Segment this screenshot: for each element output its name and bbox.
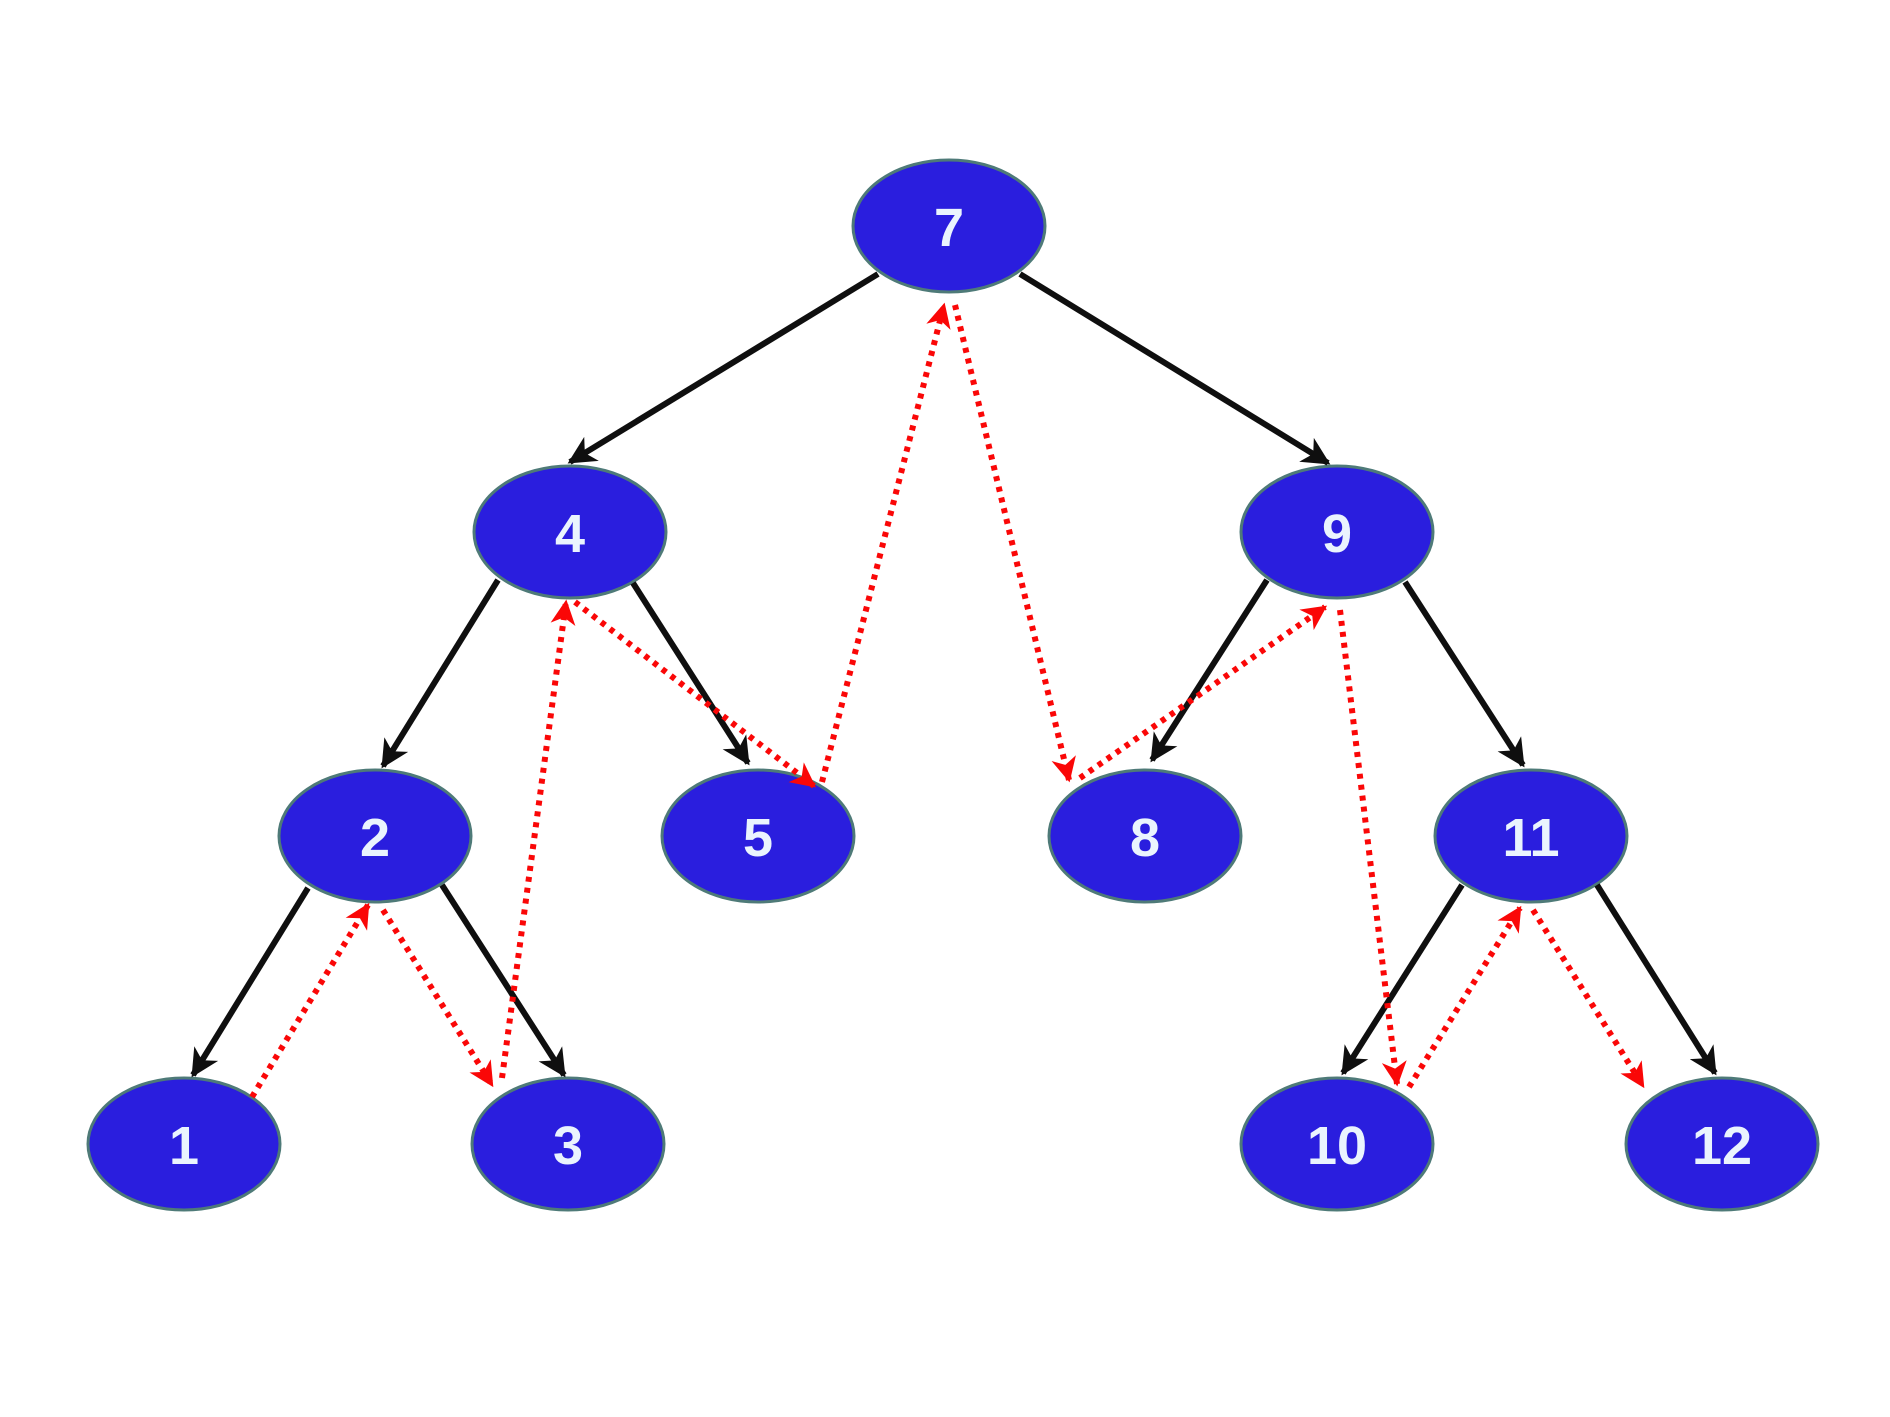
traversal-edge-7-8 bbox=[952, 304, 1076, 783]
tree-edge-2-1 bbox=[190, 886, 311, 1078]
tree-node-8: 8 bbox=[1047, 768, 1243, 904]
tree-node-ellipse-5 bbox=[660, 768, 856, 904]
traversal-edge-2-3 bbox=[380, 908, 495, 1088]
tree-node-ellipse-4 bbox=[472, 464, 668, 600]
tree-node-ellipse-3 bbox=[470, 1076, 666, 1212]
traversal-edges bbox=[249, 302, 1646, 1099]
traversal-edge-8-9 bbox=[1078, 604, 1328, 781]
tree-node-ellipse-10 bbox=[1239, 1076, 1435, 1212]
tree-edge-11-12 bbox=[1594, 883, 1718, 1076]
traversal-edge-9-10 bbox=[1337, 609, 1407, 1087]
traversal-edge-5-7 bbox=[819, 302, 951, 783]
tree-node-9: 9 bbox=[1239, 464, 1435, 600]
tree-node-12: 12 bbox=[1624, 1076, 1820, 1212]
tree-node-ellipse-12 bbox=[1624, 1076, 1820, 1212]
tree-edges bbox=[190, 271, 1718, 1078]
tree-edge-7-4 bbox=[567, 271, 880, 465]
tree-node-3: 3 bbox=[470, 1076, 666, 1212]
traversal-edge-11-12 bbox=[1530, 908, 1646, 1089]
tree-node-1: 1 bbox=[86, 1076, 282, 1212]
tree-node-4: 4 bbox=[472, 464, 668, 600]
traversal-edge-3-4 bbox=[499, 599, 576, 1079]
traversal-edge-10-11 bbox=[1406, 905, 1523, 1089]
tree-node-ellipse-7 bbox=[851, 158, 1047, 294]
tree-node-ellipse-8 bbox=[1047, 768, 1243, 904]
tree-node-2: 2 bbox=[277, 768, 473, 904]
tree-edge-9-8 bbox=[1149, 578, 1270, 763]
tree-edge-4-5 bbox=[630, 581, 751, 766]
tree-node-11: 11 bbox=[1433, 768, 1629, 904]
tree-edge-4-2 bbox=[380, 578, 501, 769]
tree-node-7: 7 bbox=[851, 158, 1047, 294]
traversal-edge-4-5 bbox=[573, 599, 816, 789]
tree-edge-11-10 bbox=[1340, 883, 1465, 1076]
tree-node-10: 10 bbox=[1239, 1076, 1435, 1212]
tree-node-5: 5 bbox=[660, 768, 856, 904]
tree-node-ellipse-2 bbox=[277, 768, 473, 904]
tree-edge-2-3 bbox=[439, 883, 567, 1078]
tree-edge-9-11 bbox=[1402, 580, 1526, 768]
tree-node-ellipse-11 bbox=[1433, 768, 1629, 904]
traversal-edge-1-2 bbox=[249, 902, 371, 1099]
tree-edge-7-9 bbox=[1018, 271, 1331, 466]
tree-node-ellipse-9 bbox=[1239, 464, 1435, 600]
tree-node-ellipse-1 bbox=[86, 1076, 282, 1212]
